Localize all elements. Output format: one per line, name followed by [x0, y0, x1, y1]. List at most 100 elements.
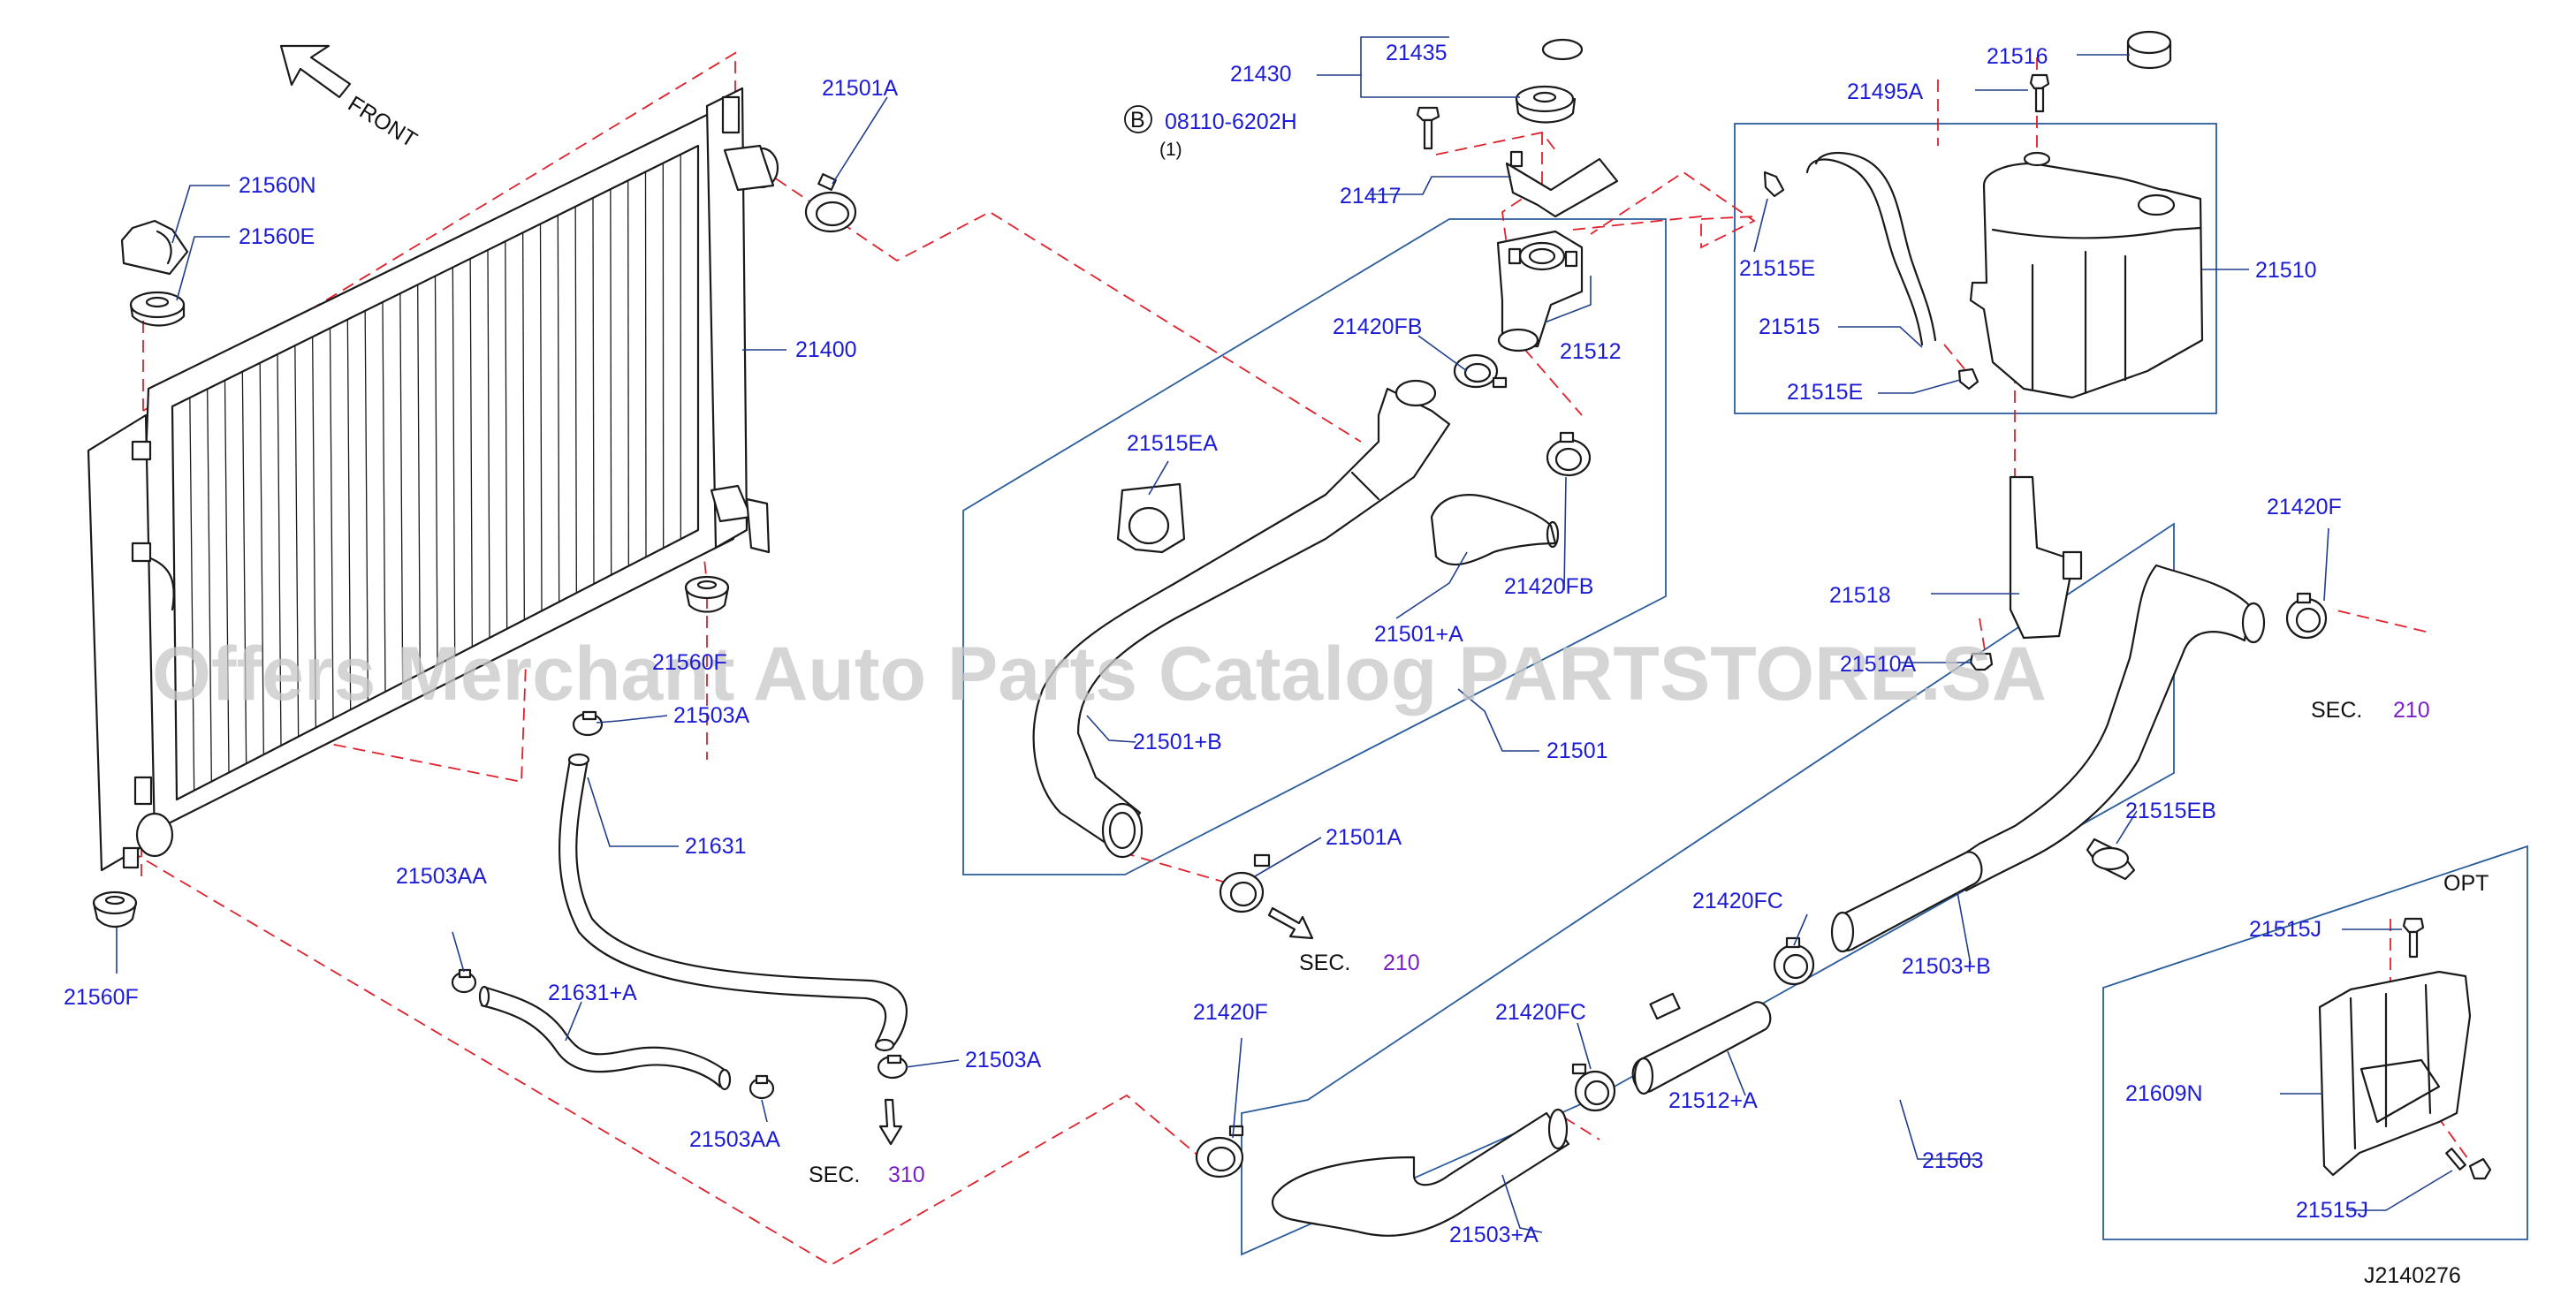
radiator-fins [189, 154, 681, 791]
bolt-note-qty: (1) [1159, 140, 1182, 160]
front-arrow-icon [279, 44, 352, 99]
radiator-fin [277, 353, 282, 746]
label-21516: 21516 [1987, 44, 2048, 69]
cap-21516 [2126, 30, 2172, 70]
label-21510a: 21510A [1840, 652, 1917, 677]
label-21503aa-left: 21503AA [396, 864, 487, 889]
radiator-fin [189, 398, 195, 791]
label-21503plusa: 21503+A [1449, 1223, 1539, 1247]
hose-21503a [1271, 1108, 1570, 1237]
radiator-fin [522, 232, 525, 620]
bracket-21609n [2318, 970, 2472, 1177]
label-21400: 21400 [795, 337, 857, 362]
label-21560f-mid: 21560F [652, 650, 727, 675]
optional-group-box [2102, 845, 2528, 1240]
hose-21631 [558, 753, 908, 1052]
hose-21515 [1805, 151, 1937, 346]
hose-21501b [1032, 379, 1451, 859]
radiator-fin [294, 345, 300, 737]
radiator-fin [487, 249, 490, 639]
radiator-fin [434, 276, 438, 665]
label-21420fb-top: 21420FB [1333, 314, 1422, 339]
section-prefix: SEC. [2311, 698, 2362, 723]
clamp-21515ea [1116, 482, 1186, 554]
hose-21503-upper [1951, 564, 2266, 892]
clip-21515e-top [1763, 171, 1785, 198]
radiator-fin [539, 224, 543, 611]
clamp-21503a-mid [572, 710, 604, 737]
label-21631a: 21631+A [548, 981, 637, 1005]
label-21515j-bottom: 21515J [2296, 1198, 2368, 1223]
section-prefix: SEC. [1299, 951, 1350, 975]
label-21501a-low: 21501A [1326, 825, 1402, 850]
radiator-fin [557, 215, 560, 602]
bracket-21417 [1505, 150, 1619, 218]
label-21503: 21503 [1922, 1148, 1984, 1173]
seal-21435 [1541, 38, 1584, 61]
clamp-21420fc-left [1571, 1063, 1616, 1112]
bolt-21515j-bottom [2445, 1148, 2492, 1180]
radiator-fin [452, 267, 456, 656]
bolt-08110 [1416, 106, 1440, 150]
section-prefix: SEC. [809, 1163, 860, 1187]
label-21420f-right: 21420F [2267, 495, 2342, 519]
radiator-fin [574, 206, 577, 594]
label-21609n: 21609N [2125, 1081, 2203, 1106]
label-21560f-bottom: 21560F [64, 985, 139, 1010]
label-21560n: 21560N [239, 173, 316, 198]
bolt-note-part: 08110-6202H [1165, 110, 1297, 134]
radiator-fin [241, 371, 247, 764]
label-21503a-mid: 21503A [673, 703, 750, 728]
label-21420fb-right: 21420FB [1504, 574, 1593, 599]
label-21503plusb: 21503+B [1902, 954, 1991, 979]
radiator [87, 87, 779, 872]
section-ref-310: SEC. 310 [809, 1163, 925, 1187]
reservoir-group-box [1734, 123, 2217, 414]
label-21501plusb: 21501+B [1133, 730, 1222, 754]
section-number: 210 [2393, 698, 2430, 723]
bolt-note-circle [1124, 105, 1152, 133]
label-21420fc-mid: 21420FC [1692, 889, 1783, 913]
clamp-21515eb [2086, 837, 2136, 881]
radiator-fin [469, 258, 473, 648]
radiator-fin [259, 362, 264, 755]
label-21631: 21631 [685, 834, 747, 859]
grommet-21560f-mid [684, 575, 730, 613]
radiator-fin [644, 171, 647, 557]
radiator-fin [207, 389, 212, 782]
radiator-fin [312, 337, 316, 728]
bracket-21560n [120, 219, 189, 276]
pipe-21503b [1830, 851, 1983, 953]
label-21435: 21435 [1386, 41, 1448, 65]
label-21515e-bottom: 21515E [1787, 380, 1863, 405]
hose-21503-group-box [1241, 522, 2175, 1256]
grommet-21560f-bottom [92, 890, 138, 928]
pipe-21512a [1631, 992, 1772, 1095]
leader-lines [116, 36, 2453, 1233]
option-label: OPT [2443, 871, 2489, 896]
clamp-21503aa-left [451, 968, 477, 994]
label-21501: 21501 [1546, 739, 1608, 763]
hose-21631a [478, 985, 732, 1091]
arrow-sec-210-low [1267, 906, 1314, 940]
front-label: FRONT [344, 91, 422, 152]
label-21501a-top: 21501A [822, 76, 899, 101]
drawing-number: J2140276 [2364, 1263, 2461, 1288]
bracket-21518 [2009, 475, 2083, 640]
radiator-fin [346, 319, 352, 710]
label-21503aa-bottom: 21503AA [689, 1127, 780, 1152]
cap-21430 [1515, 85, 1577, 124]
bolt-21495a [2029, 73, 2050, 113]
label-21515ea: 21515EA [1127, 431, 1218, 456]
section-number: 210 [1383, 951, 1420, 975]
label-21560e: 21560E [239, 224, 315, 249]
water-outlet-21512 [1496, 230, 1584, 352]
radiator-fin [399, 293, 404, 683]
radiator-fin [329, 328, 334, 719]
hose-21501-group-box [962, 218, 1667, 875]
section-ref-210-low: SEC. 210 [1299, 951, 1420, 975]
radiator-fin [417, 284, 421, 674]
label-21495a: 21495A [1847, 80, 1924, 104]
clip-21515e-bottom [1957, 368, 1979, 390]
